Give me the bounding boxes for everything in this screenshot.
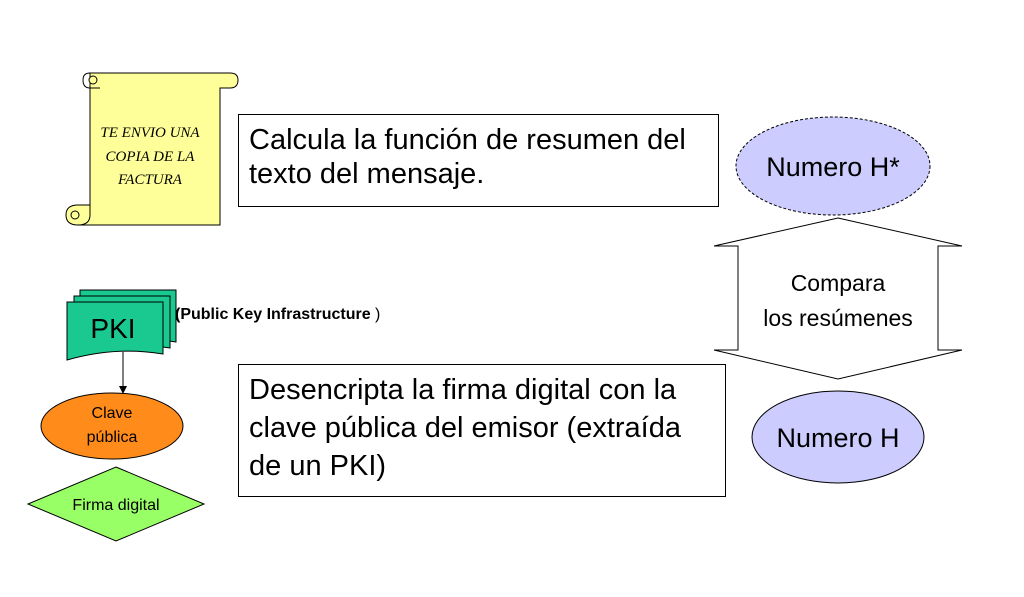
hash-star-label: Numero H*	[766, 152, 900, 182]
scroll-text-line1: TE ENVIO UNA	[100, 125, 200, 141]
pki-expansion-close: )	[370, 306, 381, 323]
pki-expansion: (Public Key Infrastructure )	[175, 306, 380, 324]
compute-hash-text: Calcula la función de resumen del texto …	[249, 124, 686, 190]
compare-line2: los resúmenes	[763, 305, 913, 331]
hash-shape: Numero H	[751, 390, 925, 484]
pki-label: PKI	[90, 313, 135, 344]
hash-label: Numero H	[776, 423, 899, 453]
compute-hash-step: Calcula la función de resumen del texto …	[238, 114, 719, 207]
pki-expansion-open: (	[175, 306, 181, 323]
pki-shape: PKI	[66, 289, 177, 361]
scroll-text-line2: COPIA DE LA	[106, 149, 196, 165]
scroll-shape: TE ENVIO UNA COPIA DE LA FACTURA	[65, 72, 239, 226]
digital-signature-shape: Firma digital	[26, 466, 206, 542]
public-key-line2: pública	[87, 429, 138, 446]
decrypt-signature-text: Desencripta la firma digital con la clav…	[249, 374, 681, 482]
compare-arrow-shape: Compara los resúmenes	[713, 217, 963, 380]
decrypt-signature-step: Desencripta la firma digital con la clav…	[238, 364, 726, 497]
public-key-shape: Clave pública	[40, 392, 184, 460]
compare-line1: Compara	[791, 270, 886, 296]
public-key-line1: Clave	[92, 405, 133, 422]
scroll-text-line3: FACTURA	[117, 172, 183, 188]
digital-signature-label: Firma digital	[72, 497, 159, 514]
pki-to-key-arrow	[119, 352, 127, 394]
hash-star-shape: Numero H*	[735, 116, 931, 216]
pki-expansion-text: Public Key Infrastructure	[180, 306, 371, 323]
